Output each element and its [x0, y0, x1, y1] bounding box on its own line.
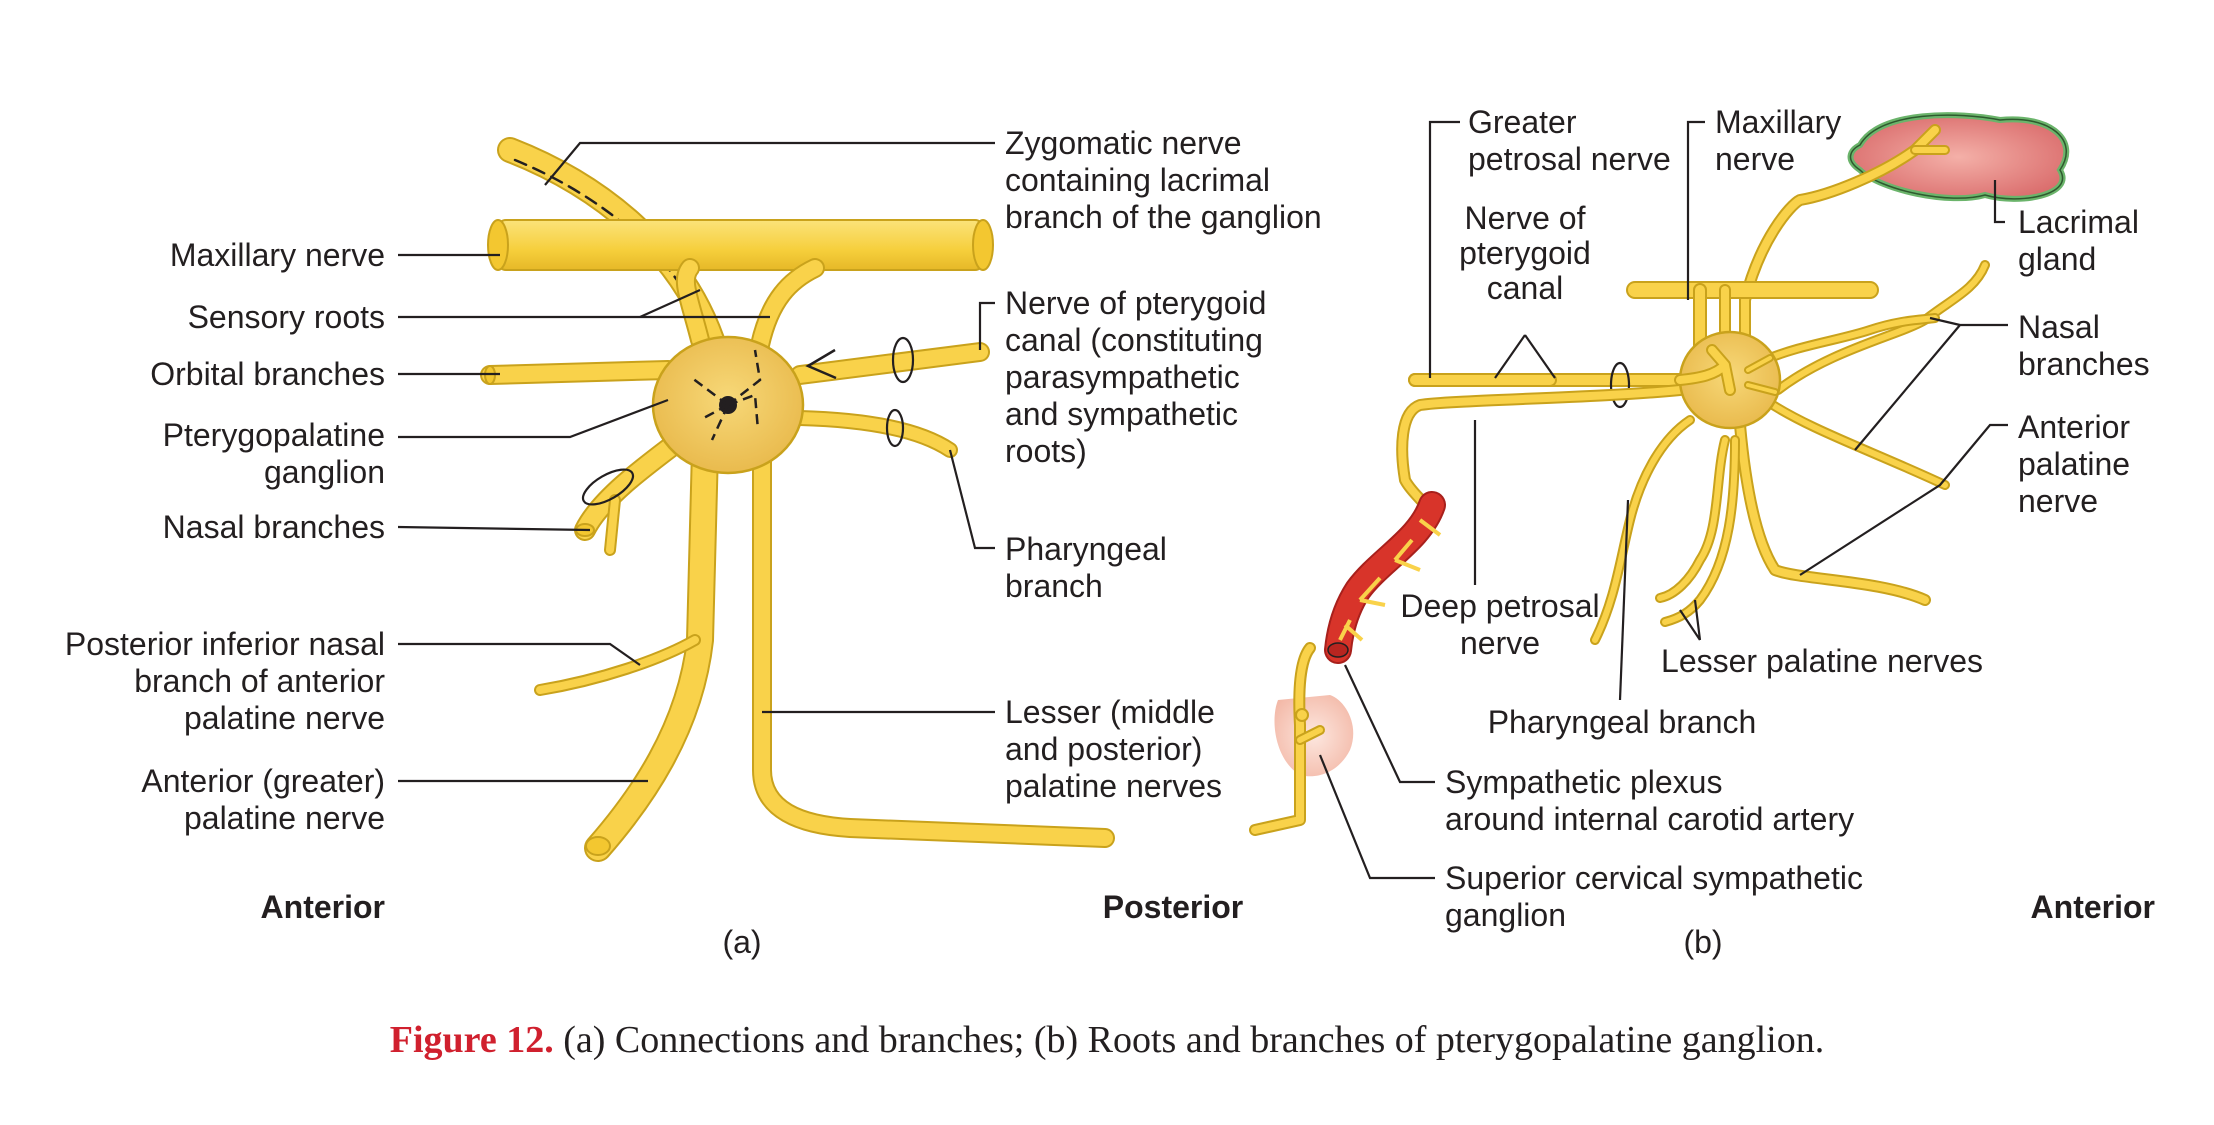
leader-greater-petrosal: [1428, 120, 1460, 378]
pharyngeal-branch-b: [1590, 415, 1695, 645]
label-symp-plexus-2: around internal carotid artery: [1445, 801, 1854, 837]
label-orbital-branches: Orbital branches: [150, 356, 385, 392]
label-lesser-1: Lesser (middle: [1005, 694, 1215, 730]
label-pterygoid-canal-2: pterygoid: [1459, 235, 1591, 271]
label-post-inf-3: palatine nerve: [184, 700, 385, 736]
label-nasal-b-1: Nasal: [2018, 309, 2100, 345]
leader-lacrimal: [1993, 180, 2005, 224]
lacrimal-gland: [1847, 112, 2070, 202]
label-lesser-palatine-b: Lesser palatine nerves: [1661, 643, 1983, 679]
label-maxillary-b-2: nerve: [1715, 141, 1795, 177]
label-greater-petrosal-2: petrosal nerve: [1468, 141, 1671, 177]
pterygopalatine-ganglion-a: [651, 335, 805, 475]
label-ant-palatine-b-2: palatine: [2018, 446, 2130, 482]
lesser-palatine-nerves-b: [1655, 419, 1931, 627]
label-pterygoid-3: parasympathetic: [1005, 359, 1240, 395]
label-pterygoid-5: roots): [1005, 433, 1087, 469]
label-maxillary-b-1: Maxillary: [1715, 104, 1841, 140]
leader-zygomatic: [544, 141, 995, 186]
nasal-branches-b: [1760, 260, 1990, 395]
label-sensory-roots: Sensory roots: [188, 299, 385, 335]
label-post-inf-2: branch of anterior: [134, 663, 385, 699]
maxillary-nerve-cylinder: [487, 219, 994, 271]
panel-b-labels: Greater petrosal nerve Maxillary nerve L…: [1400, 104, 2155, 960]
label-pterygopalatine-2: ganglion: [264, 454, 385, 490]
panel-a-diagram: Maxillary nerve Sensory roots Orbital br…: [65, 125, 1322, 960]
leader-pharyngeal-b: [1618, 499, 1630, 701]
superior-cervical-ganglion: [1249, 642, 1354, 836]
leader-sensory-2: [639, 288, 701, 319]
label-sup-cervical-1: Superior cervical sympathetic: [1445, 860, 1863, 896]
internal-carotid-artery: [1324, 491, 1446, 664]
leader-pterygoid-canal: [1494, 334, 1556, 379]
label-post-inf-1: Posterior inferior nasal: [65, 626, 385, 662]
panel-b-diagram: Greater petrosal nerve Maxillary nerve L…: [1249, 104, 2155, 960]
label-nasal-b-2: branches: [2018, 346, 2150, 382]
label-pharyngeal-2: branch: [1005, 568, 1103, 604]
label-anterior-b: Anterior: [2031, 889, 2155, 925]
label-pterygoid-2: canal (constituting: [1005, 322, 1263, 358]
label-greater-petrosal-1: Greater: [1468, 104, 1577, 140]
label-ant-palatine-b-3: nerve: [2018, 483, 2098, 519]
label-anterior-a: Anterior: [261, 889, 385, 925]
caption-text: (a) Connections and branches; (b) Roots …: [553, 1019, 1825, 1061]
leader-pterygopalatine: [398, 398, 669, 439]
label-lesser-3: palatine nerves: [1005, 768, 1222, 804]
leader-post-inf: [398, 642, 641, 666]
label-lacrimal-1: Lacrimal: [2018, 204, 2139, 240]
label-posterior: Posterior: [1103, 889, 1243, 925]
lacrimal-nerve-b: [1739, 124, 1950, 351]
label-zygomatic-2: containing lacrimal: [1005, 162, 1270, 198]
label-ant-greater-1: Anterior (greater): [141, 763, 385, 799]
label-pterygoid-1: Nerve of pterygoid: [1005, 285, 1266, 321]
leader-symp-plexus: [1344, 664, 1435, 784]
label-pharyngeal-1: Pharyngeal: [1005, 531, 1167, 567]
sensory-roots: [675, 258, 825, 355]
leader-ant-palatine-b: [1799, 423, 2008, 576]
nasal-branches-a: [574, 429, 691, 556]
leader-maxillary-b: [1686, 120, 1705, 300]
label-lesser-2: and posterior): [1005, 731, 1202, 767]
pharyngeal-branch-a: [792, 408, 958, 458]
lesser-palatine-nerve-a: [752, 440, 1115, 848]
panel-a-tag: (a): [722, 924, 761, 960]
label-ant-greater-2: palatine nerve: [184, 800, 385, 836]
pterygoid-canal-nerve-a: [790, 336, 990, 385]
label-pharyngeal-b: Pharyngeal branch: [1488, 704, 1757, 740]
label-lacrimal-2: gland: [2018, 241, 2096, 277]
deep-petrosal-nerve: [1396, 384, 1686, 511]
leader-nasal-b: [1854, 316, 2008, 451]
label-deep-petrosal-1: Deep petrosal: [1400, 588, 1599, 624]
leader-nasal: [397, 525, 591, 532]
anterior-palatine-nerve-b: [1760, 395, 1950, 490]
label-deep-petrosal-2: nerve: [1460, 625, 1540, 661]
anterior-palatine-nerve-a: [534, 436, 719, 862]
leader-lesser-palatine: [1679, 599, 1702, 641]
orbital-branches: [480, 360, 678, 385]
figure-caption: Figure 12. (a) Connections and branches;…: [0, 1018, 2214, 1062]
label-ant-palatine-b-1: Anterior: [2018, 409, 2130, 445]
label-maxillary-nerve: Maxillary nerve: [170, 237, 385, 273]
label-pterygoid-4: and sympathetic: [1005, 396, 1238, 432]
label-symp-plexus-1: Sympathetic plexus: [1445, 764, 1722, 800]
label-nasal-branches: Nasal branches: [163, 509, 385, 545]
leader-sup-cervical: [1318, 754, 1435, 880]
leader-pharyngeal: [948, 449, 995, 550]
label-pterygoid-canal-1: Nerve of: [1465, 200, 1586, 236]
panel-a-labels: Maxillary nerve Sensory roots Orbital br…: [65, 125, 1322, 960]
label-zygomatic-1: Zygomatic nerve: [1005, 125, 1242, 161]
pterygopalatine-ganglion-b: [1674, 330, 1782, 430]
label-pterygoid-canal-3: canal: [1487, 270, 1564, 306]
panel-b-tag: (b): [1683, 924, 1722, 960]
label-sup-cervical-2: ganglion: [1445, 897, 1566, 933]
caption-figure-label: Figure 12.: [389, 1019, 554, 1061]
label-pterygopalatine-1: Pterygopalatine: [163, 417, 385, 453]
label-zygomatic-3: branch of the ganglion: [1005, 199, 1322, 235]
leader-pterygoid: [978, 301, 995, 350]
